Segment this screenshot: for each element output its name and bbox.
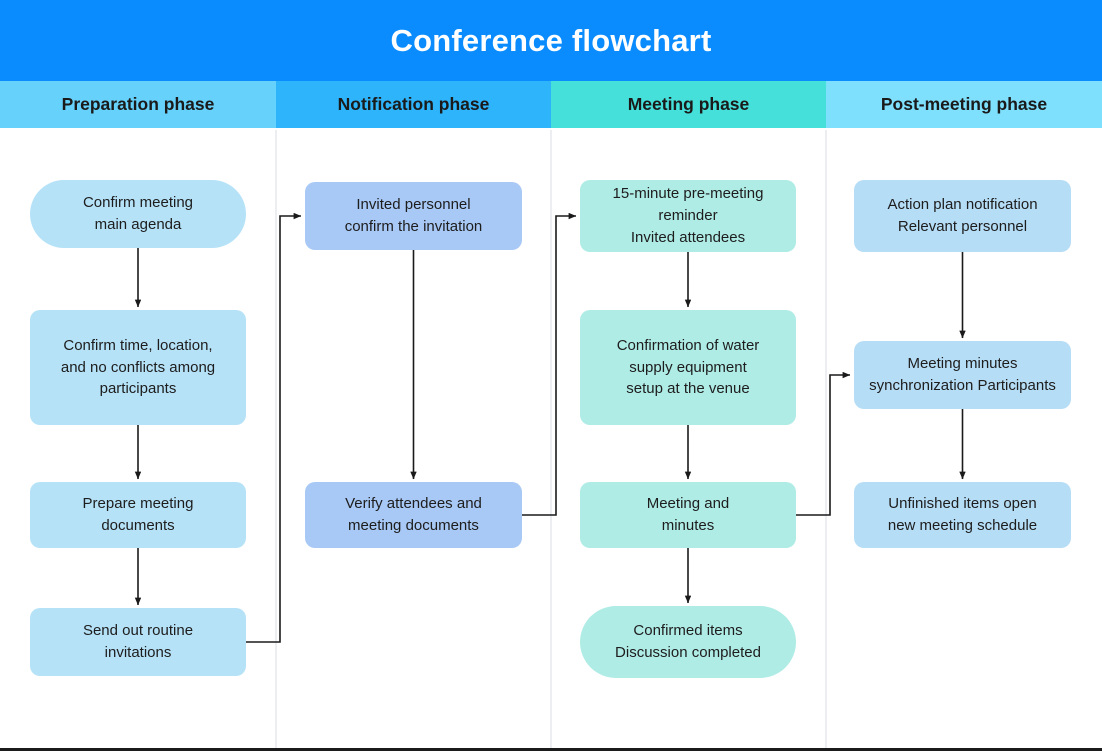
title-banner: Conference flowchart xyxy=(0,0,1102,81)
flow-node-confirmed-items[interactable]: Confirmed items Discussion completed xyxy=(580,606,796,678)
flow-node-prepare-documents[interactable]: Prepare meeting documents xyxy=(30,482,246,548)
flow-node-label: 15-minute pre-meeting reminder Invited a… xyxy=(612,185,764,246)
flow-node-action-plan[interactable]: Action plan notification Relevant person… xyxy=(854,180,1071,252)
phase-header-label: Post-meeting phase xyxy=(880,94,1048,114)
flow-node-confirm-time-location[interactable]: Confirm time, location, and no conflicts… xyxy=(30,310,246,425)
flow-node-label: Prepare meeting documents xyxy=(82,495,194,534)
column-divider xyxy=(825,130,827,748)
flow-node-label: Meeting and minutes xyxy=(646,495,730,534)
flow-node-label: Confirmed items Discussion completed xyxy=(615,622,761,661)
flow-node-invited-confirm[interactable]: Invited personnel confirm the invitation xyxy=(305,182,522,250)
phase-header-label: Meeting phase xyxy=(627,94,750,114)
flow-node-meeting-and-minutes[interactable]: Meeting and minutes xyxy=(580,482,796,548)
flow-node-label: Confirmation of water supply equipment s… xyxy=(616,336,760,398)
page-title: Conference flowchart xyxy=(390,22,712,58)
flow-node-verify-attendees[interactable]: Verify attendees and meeting documents xyxy=(305,482,522,548)
flow-node-label: Send out routine invitations xyxy=(82,622,194,661)
phase-header-post-meeting[interactable]: Post-meeting phase xyxy=(826,81,1102,128)
flow-node-label: Meeting minutes synchronization Particip… xyxy=(869,355,1056,394)
flow-node-pre-meeting-reminder[interactable]: 15-minute pre-meeting reminder Invited a… xyxy=(580,180,796,252)
flow-node-label: Unfinished items open new meeting schedu… xyxy=(887,495,1038,534)
flow-node-label: Verify attendees and meeting documents xyxy=(345,495,482,534)
phase-header-preparation[interactable]: Preparation phase xyxy=(0,81,276,128)
phase-header-label: Preparation phase xyxy=(61,94,215,114)
flow-node-label: Confirm meeting main agenda xyxy=(82,194,194,233)
phase-header-notification[interactable]: Notification phase xyxy=(276,81,551,128)
flow-node-label: Confirm time, location, and no conflicts… xyxy=(60,336,216,398)
flow-node-minutes-sync[interactable]: Meeting minutes synchronization Particip… xyxy=(854,341,1071,409)
flow-node-unfinished-items[interactable]: Unfinished items open new meeting schedu… xyxy=(854,482,1071,548)
flow-node-water-supply-setup[interactable]: Confirmation of water supply equipment s… xyxy=(580,310,796,425)
flow-node-confirm-agenda[interactable]: Confirm meeting main agenda xyxy=(30,180,246,248)
phase-header-meeting[interactable]: Meeting phase xyxy=(551,81,826,128)
phase-header-label: Notification phase xyxy=(337,94,490,114)
flow-node-label: Invited personnel confirm the invitation xyxy=(344,196,483,235)
flow-node-label: Action plan notification Relevant person… xyxy=(887,196,1038,235)
column-divider xyxy=(275,130,277,748)
column-divider xyxy=(550,130,552,748)
flow-node-send-invitations[interactable]: Send out routine invitations xyxy=(30,608,246,676)
